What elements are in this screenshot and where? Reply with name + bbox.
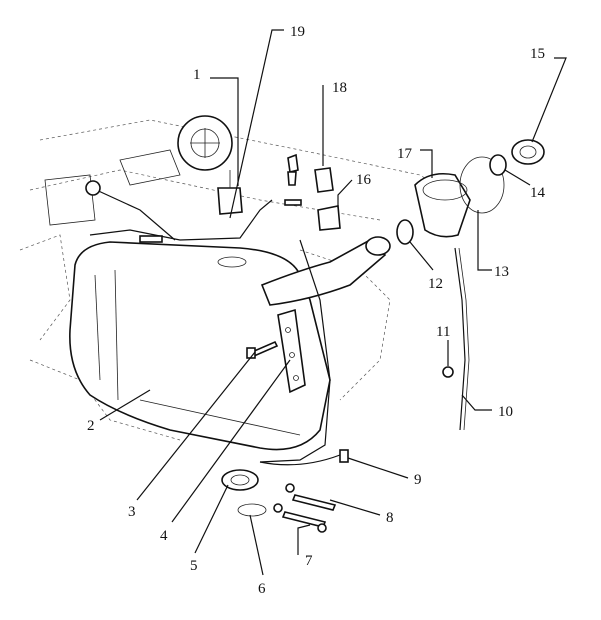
- callout-2: 2: [87, 418, 95, 434]
- retaining-ring: [489, 154, 507, 176]
- callout-7: 7: [305, 553, 313, 569]
- sender-unit: [221, 469, 259, 491]
- callout-13: 13: [494, 264, 509, 280]
- callout-10: 10: [498, 404, 513, 420]
- callout-14: 14: [530, 185, 546, 201]
- callout-16: 16: [356, 172, 372, 188]
- leader-lines: [99, 29, 567, 576]
- callout-11: 11: [436, 324, 450, 340]
- callout-17: 17: [397, 146, 413, 162]
- callout-19: 19: [290, 24, 305, 40]
- clamp: [317, 205, 341, 231]
- fuel-cap: [511, 139, 545, 165]
- vent-hose: [454, 247, 466, 431]
- callout-labels: 1 2 3 4 5 6 7 8 9 10 11 12 13 14 15 16 1…: [87, 24, 546, 597]
- callout-12: 12: [428, 276, 443, 292]
- gasket: [459, 156, 505, 214]
- filler-neck: [260, 236, 391, 306]
- fuel-line: [85, 180, 302, 243]
- callout-3: 3: [128, 504, 136, 520]
- callout-6: 6: [258, 581, 266, 597]
- callout-4: 4: [160, 528, 168, 544]
- fuel-pump-assembly: [177, 115, 243, 215]
- rod: [259, 239, 331, 463]
- callout-15: 15: [530, 46, 545, 62]
- nut: [442, 366, 454, 378]
- callout-9: 9: [414, 472, 422, 488]
- sender-gasket: [237, 503, 267, 517]
- spring-set: [273, 483, 337, 533]
- vent-valve: [287, 153, 334, 193]
- callout-18: 18: [332, 80, 347, 96]
- callout-8: 8: [386, 510, 394, 526]
- filler-housing: [414, 172, 471, 238]
- callout-5: 5: [190, 558, 198, 574]
- seal-ring: [396, 219, 414, 245]
- callout-1: 1: [193, 67, 201, 83]
